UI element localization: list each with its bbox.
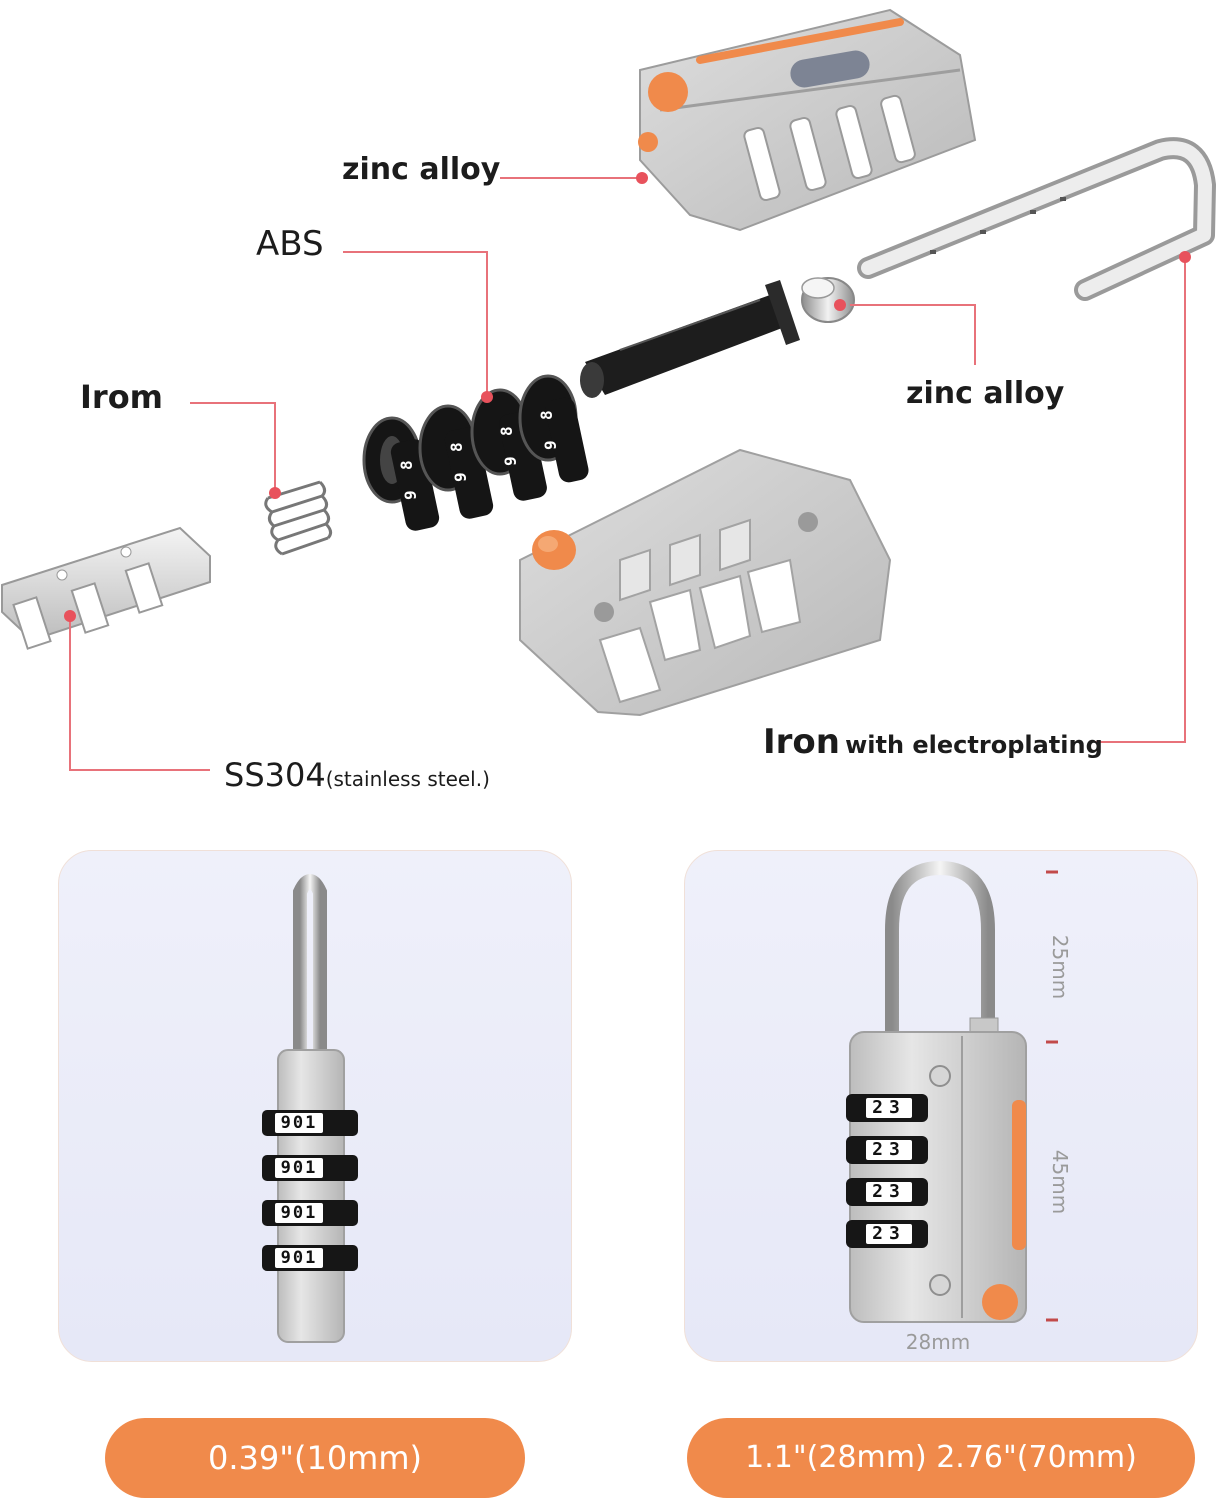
digit: 2 [872,1097,889,1118]
svg-text:8: 8 [537,410,556,420]
digit: 1 [305,1203,318,1223]
label-zinc-alloy-top: zinc alloy [342,152,501,187]
label-iron-electroplating: Iron with electroplating [763,722,1103,762]
leader-abs [343,251,488,395]
digit: 9 [280,1203,293,1223]
leader-zinc-mid [850,304,976,365]
digit: 1 [305,1158,318,1178]
digit: 1 [305,1113,318,1133]
digit: 0 [292,1248,306,1268]
leader-irom [190,402,276,490]
side-dial-row-1: 901 [275,1113,323,1133]
label-iron-main: Iron [763,722,840,762]
marker-irom [269,487,281,499]
dials-part: 8 9 8 9 8 9 8 9 [362,374,589,531]
svg-text:8: 8 [497,426,516,436]
svg-text:9: 9 [451,472,470,482]
digit: 0 [292,1113,306,1133]
exploded-diagram: 8 9 8 9 8 9 8 9 [1,8,1216,771]
digit: 2 [872,1223,889,1244]
label-ss304-main: SS304 [224,756,326,794]
svg-text:9: 9 [541,440,560,450]
leader-ss304 [69,618,210,771]
dim-body-height: 45mm [1048,1149,1072,1215]
marker-zinc-mid [834,299,846,311]
front-dial-row-2: 23 [866,1139,912,1160]
digit: 3 [889,1139,906,1160]
thickness-pill: 0.39"(10mm) [105,1418,525,1498]
label-ss304: SS304(stainless steel.) [224,756,490,794]
side-dial-row-2: 901 [275,1158,323,1178]
label-iron-suffix: with electroplating [845,731,1103,759]
side-dials [262,1110,358,1271]
front-dial-row-4: 23 [866,1223,912,1244]
front-dial-row-1: 23 [866,1097,912,1118]
front-dials [846,1094,928,1248]
size-pill: 1.1"(28mm) 2.76"(70mm) [687,1418,1195,1498]
marker-iron [1179,251,1191,263]
spring-part [264,480,333,556]
digit: 3 [889,1181,906,1202]
dimension-ticks [1046,870,1058,1322]
leader-iron [1095,257,1186,743]
digit: 9 [280,1248,293,1268]
label-irom: Irom [80,378,164,416]
front-dial-row-3: 23 [866,1181,912,1202]
zinc-pin-part [801,277,855,323]
spindle-part [580,280,800,398]
svg-text:8: 8 [447,442,466,452]
marker-abs [481,391,493,403]
steel-plate-part [1,526,211,650]
front-view-lock [846,860,1027,1323]
svg-text:9: 9 [401,490,420,500]
label-zinc-alloy-mid: zinc alloy [906,376,1065,411]
digit: 0 [292,1158,306,1178]
side-dial-row-3: 901 [275,1203,323,1223]
top-housing-part [638,8,977,232]
digit: 9 [280,1113,293,1133]
marker-ss304 [64,610,76,622]
digit: 3 [889,1223,906,1244]
digit: 0 [292,1203,306,1223]
shackle-part [857,137,1216,301]
digit: 1 [305,1248,318,1268]
side-dial-row-4: 901 [275,1248,323,1268]
label-ss304-suffix: (stainless steel.) [325,767,490,791]
marker-zinc-top [636,172,648,184]
bottom-housing-part [519,448,892,717]
digit: 2 [872,1139,889,1160]
dim-shackle-height: 25mm [1048,934,1072,1000]
label-abs: ABS [256,224,324,264]
digit: 3 [889,1097,906,1118]
digit: 9 [280,1158,293,1178]
side-view-lock [262,874,358,1343]
svg-text:8: 8 [397,460,416,470]
dim-body-width: 28mm [905,1330,971,1354]
digit: 2 [872,1181,889,1202]
svg-text:9: 9 [501,456,520,466]
